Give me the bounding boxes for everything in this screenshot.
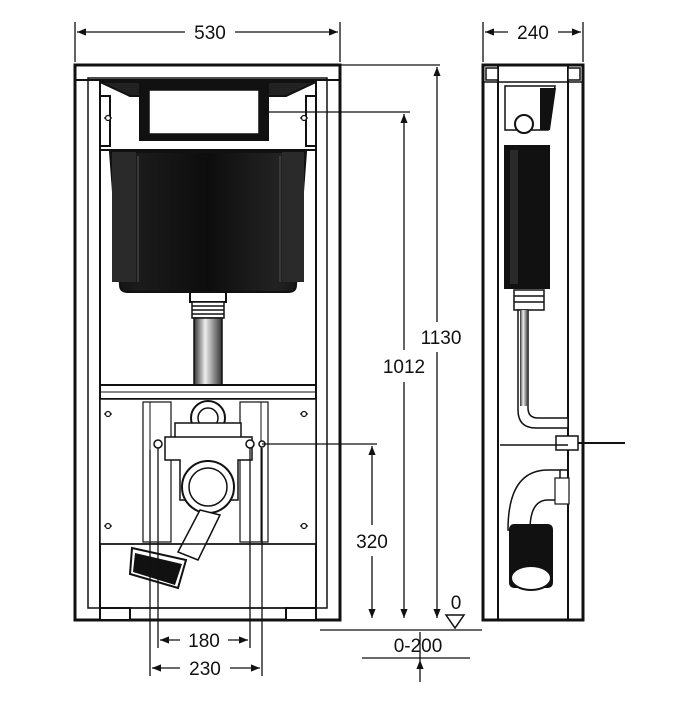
- cistern-tank: [108, 151, 308, 293]
- dim-actuator-height: 1012: [383, 357, 425, 378]
- bolt-right-icon: [245, 439, 255, 449]
- dim-waste-height: 320: [356, 532, 388, 553]
- flush-pipe: [193, 317, 223, 389]
- dim-bolt-outer: 230: [189, 659, 221, 680]
- screw-icons: [104, 114, 308, 530]
- side-frame: [481, 63, 585, 622]
- dim-floor-adjustment: 0-200: [394, 636, 443, 657]
- dim-floor-reference: 0: [451, 593, 462, 614]
- dim-bolt-inner: 180: [188, 631, 220, 652]
- dim-total-height: 1130: [421, 328, 462, 349]
- front-frame: [73, 63, 342, 622]
- front-view: [73, 63, 342, 622]
- flush-bellows: [191, 301, 225, 319]
- side-view: [481, 63, 625, 622]
- dim-front-width: 530: [194, 23, 226, 44]
- dimension-lines: [74, 22, 584, 682]
- bolt-left-icon: [153, 439, 163, 449]
- dim-side-depth: 240: [517, 23, 549, 44]
- floor-level-icon: [444, 614, 466, 630]
